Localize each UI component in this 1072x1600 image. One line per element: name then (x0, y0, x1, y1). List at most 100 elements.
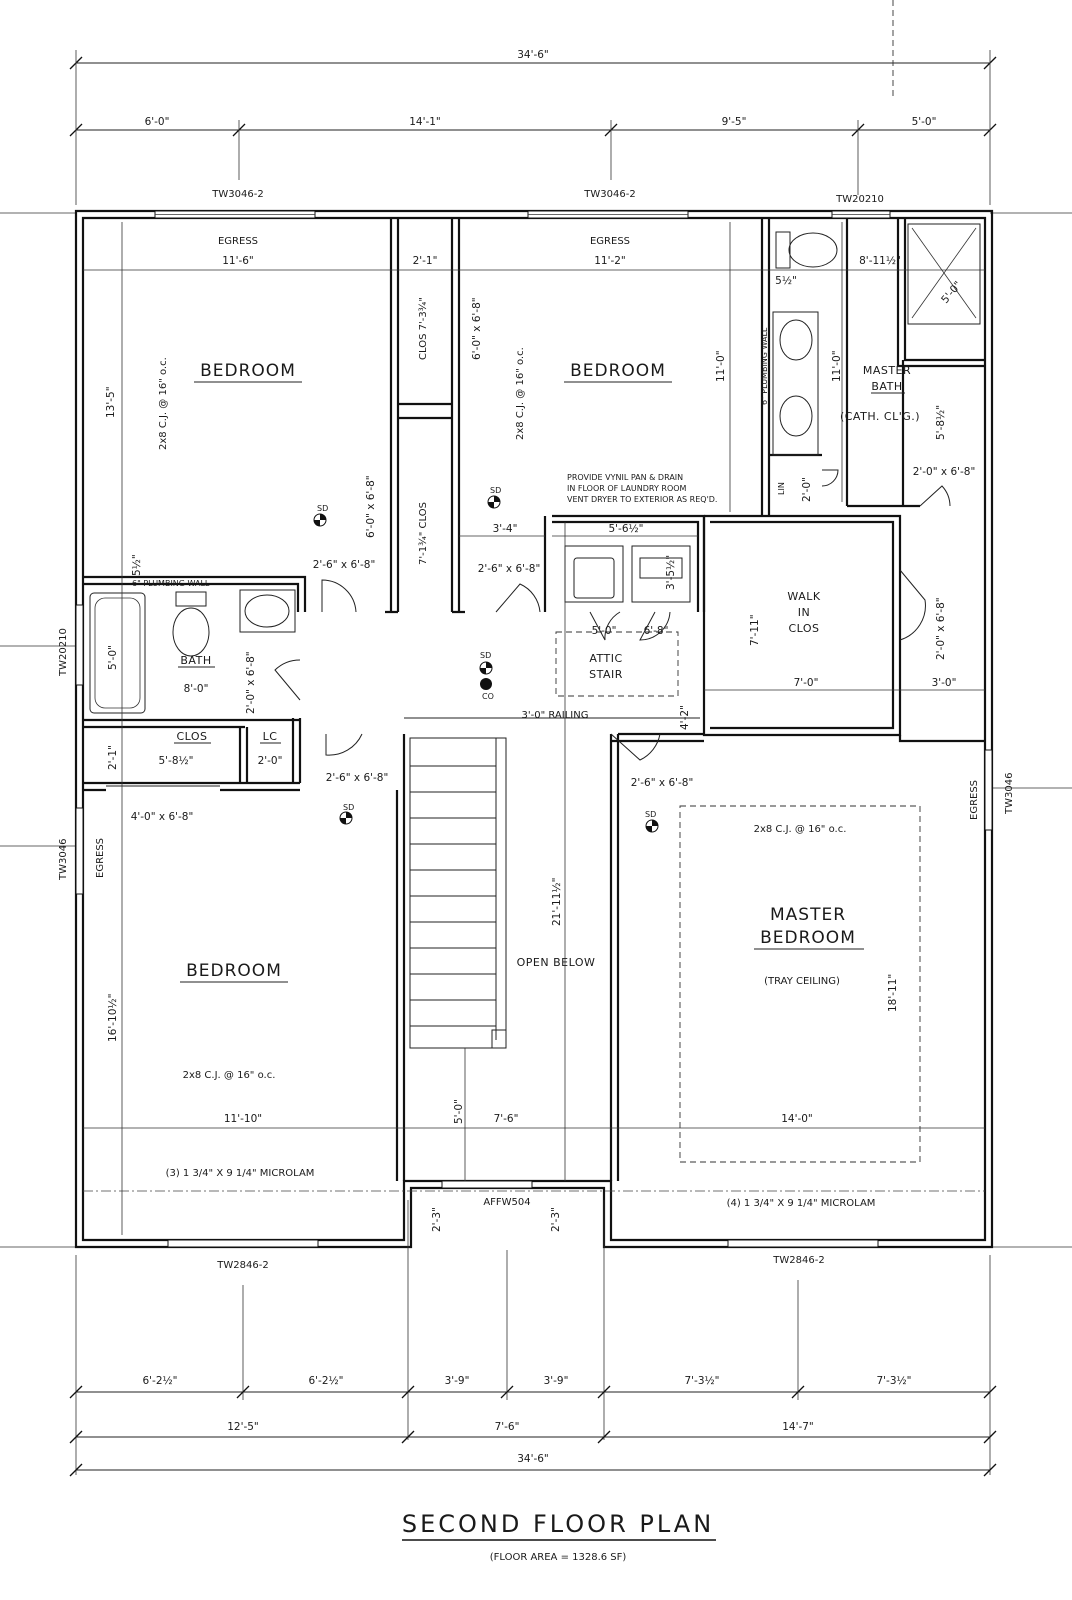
dim-bottom-4: 3'-9" (544, 1375, 569, 1387)
dim-bottom-7: 12'-5" (227, 1421, 259, 1433)
dim-6-0x6-8-a: 6'-0" x 6'-8" (471, 297, 483, 360)
plumbing-note-1: 6" PLUMBING WALL (132, 579, 210, 588)
dim-14-0: 14'-0" (781, 1113, 813, 1125)
dim-2-6x6-8-d: 2'-6" x 6'-8" (631, 777, 694, 789)
closet-label-2: 7'-1¾" CLOS (418, 502, 429, 565)
dim-2-6x6-8-a: 2'-6" x 6'-8" (313, 559, 376, 571)
dim-7-0: 7'-0" (794, 677, 819, 689)
window-label-bottom-1: TW2846-2 (216, 1260, 268, 1271)
window-label-left-2: TW3046 (58, 839, 69, 881)
window-label-top-2: TW3046-2 (583, 189, 635, 200)
smoke-detectors: SD SD SD SD SD CO (313, 486, 659, 833)
title-block: SECOND FLOOR PLAN (FLOOR AREA = 1328.6 S… (402, 1510, 716, 1563)
dim-2-6x6-8-c: 2'-6" x 6'-8" (326, 772, 389, 784)
sd-label-2: SD (490, 486, 501, 495)
co-label: CO (482, 692, 494, 701)
cath-ceiling-label: (CATH. CL'G.) (840, 410, 920, 423)
sd-label-4: SD (645, 810, 656, 819)
room-walk-in-1: WALK (787, 590, 820, 603)
dim-4-2: 4'-2" (679, 705, 691, 730)
top-dimensions: 34'-6" 6'-0" 14'-1" 9'-5" 5'-0" TW3046-2… (69, 0, 997, 205)
dim-bottom-1: 6'-2½" (142, 1375, 177, 1387)
room-clos: CLOS (176, 730, 207, 743)
room-master-bedroom-1: MASTER (770, 905, 846, 925)
window-label-right: TW3046 (1004, 773, 1015, 815)
dim-bottom-6: 7'-3½" (876, 1375, 911, 1387)
dim-bottom-5: 7'-3½" (684, 1375, 719, 1387)
room-bath: BATH (180, 654, 211, 667)
dim-11-10: 11'-10" (224, 1113, 262, 1125)
dim-3-0: 3'-0" (932, 677, 957, 689)
room-lc: LC (263, 730, 278, 743)
attic-stair-2: STAIR (589, 668, 623, 681)
dim-3-5: 3'-5½" (665, 555, 677, 590)
dim-8-11: 8'-11½" (859, 255, 901, 267)
linen-label: LIN (777, 482, 786, 495)
dim-2-1-b: 2'-1" (107, 745, 119, 770)
dim-5-half-b: 5½" (131, 554, 143, 576)
dim-bottom-total: 34'-6" (517, 1453, 549, 1465)
window-label-left-1: TW20210 (58, 628, 69, 677)
door-label-affw504: AFFW504 (483, 1197, 530, 1208)
joist-note-2: 2x8 C.J. @ 16" o.c. (515, 347, 526, 440)
dim-11-0-a: 11'-0" (715, 350, 727, 382)
dim-2-0x6-8-c: 2'-0" x 6'-8" (245, 651, 257, 714)
open-below-label: OPEN BELOW (517, 956, 596, 969)
laundry-note-3: VENT DRYER TO EXTERIOR AS REQ'D. (567, 495, 717, 504)
dim-6-0x6-8-b: 6'-0" x 6'-8" (365, 475, 377, 538)
room-master-bedroom-2: BEDROOM (760, 928, 856, 948)
dim-21-11: 21'-11½" (551, 878, 563, 926)
dim-5-0-laundry: 5'-0" (592, 625, 617, 637)
dim-5-0-shower: 5'-0" (939, 279, 964, 306)
dim-2-0: 2'-0" (801, 477, 813, 502)
internal-dimensions: 11'-6" 2'-1" 11'-2" 5½" 8'-11½" 13'-5" 6… (105, 255, 975, 1232)
railing-label: 3'-0" RAILING (522, 710, 589, 721)
dim-4-0x6-8: 4'-0" x 6'-8" (131, 811, 194, 823)
sd-label-5: SD (480, 651, 491, 660)
egress-note-4: EGRESS (969, 780, 980, 820)
plumbing-note-2: 6" PLUMBING WALL (760, 327, 769, 405)
microlam-note-1: (3) 1 3/4" X 9 1/4" MICROLAM (166, 1168, 315, 1179)
room-bedroom-n: BEDROOM (570, 361, 666, 381)
room-walk-in-3: CLOS (788, 622, 819, 635)
laundry-note-2: IN FLOOR OF LAUNDRY ROOM (567, 484, 687, 493)
egress-note-2: EGRESS (590, 236, 630, 247)
window-label-top-1: TW3046-2 (211, 189, 263, 200)
joist-note-4: 2x8 C.J. @ 16" o.c. (754, 824, 847, 835)
sd-label-3: SD (343, 803, 354, 812)
dim-5-0-bath: 5'-0" (107, 645, 119, 670)
sd-label-1: SD (317, 504, 328, 513)
attic-stair-1: ATTIC (589, 652, 622, 665)
microlam-note-2: (4) 1 3/4" X 9 1/4" MICROLAM (727, 1198, 876, 1209)
room-master-bath-1: MASTER (863, 364, 911, 377)
window-label-top-3: TW20210 (835, 194, 884, 205)
dim-7-6-inner: 7'-6" (494, 1113, 519, 1125)
dim-top-3: 9'-5" (722, 116, 747, 128)
dim-2-3-a: 2'-3" (431, 1207, 443, 1232)
dim-2-0x6-8-a: 2'-0" x 6'-8" (913, 466, 976, 478)
dim-13-5: 13'-5" (105, 386, 117, 418)
room-bedroom-nw: BEDROOM (200, 361, 296, 381)
dim-11-0-b: 11'-0" (831, 350, 843, 382)
dim-2-1: 2'-1" (413, 255, 438, 267)
dim-top-total: 34'-6" (517, 49, 549, 61)
drawing-subtitle: (FLOOR AREA = 1328.6 SF) (490, 1552, 627, 1563)
dim-8-0: 8'-0" (184, 683, 209, 695)
room-master-bath-2: BATH (871, 380, 902, 393)
dim-bottom-3: 3'-9" (445, 1375, 470, 1387)
dim-5-half-a: 5½" (775, 275, 797, 287)
dim-2-6x6-8-b: 2'-6" x 6'-8" (478, 563, 541, 575)
dim-3-4: 3'-4" (493, 523, 518, 535)
dim-11-2: 11'-2" (594, 255, 626, 267)
dim-5-8: 5'-8½" (935, 405, 947, 440)
room-labels: BEDROOM BEDROOM BEDROOM MASTER BEDROOM (… (174, 297, 920, 987)
dim-top-1: 6'-0" (145, 116, 170, 128)
egress-note-1: EGRESS (218, 236, 258, 247)
dim-5-6: 5'-6½" (608, 523, 643, 535)
dim-bottom-9: 14'-7" (782, 1421, 814, 1433)
dim-bottom-2: 6'-2½" (308, 1375, 343, 1387)
egress-note-3: EGRESS (95, 838, 106, 878)
drawing-title: SECOND FLOOR PLAN (402, 1510, 714, 1538)
